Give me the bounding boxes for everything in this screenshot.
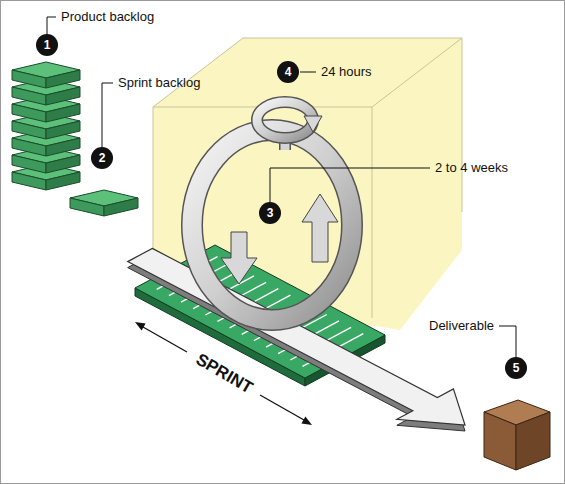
dimension-arrowhead xyxy=(301,417,312,426)
cycle-ring xyxy=(192,130,352,320)
part-label: Product backlog xyxy=(61,9,154,25)
callout-number: 4 xyxy=(277,61,299,83)
sprint-arrow xyxy=(128,248,465,425)
backlog-slab xyxy=(12,62,80,88)
dimension-segment xyxy=(143,327,187,352)
callout-number: 5 xyxy=(505,357,527,379)
daily-loop xyxy=(257,102,313,138)
part-label: 2 to 4 weeks xyxy=(435,160,508,176)
deliverable-cube xyxy=(484,412,516,470)
dimension-arrowhead xyxy=(135,322,146,331)
leader-line xyxy=(300,72,316,73)
part-label: 24 hours xyxy=(321,64,372,80)
callout-number: 2 xyxy=(91,147,113,169)
callout-text: 3 xyxy=(267,206,274,220)
daily-loop-outline xyxy=(257,102,313,138)
part-label: Deliverable xyxy=(429,318,494,334)
leader-line xyxy=(47,17,56,35)
leader-line xyxy=(102,83,113,148)
dimension-segment xyxy=(260,395,304,420)
deliverable-cube xyxy=(516,412,550,470)
dimension-label: SPRINT xyxy=(192,349,256,398)
callout-text: 1 xyxy=(44,38,51,52)
daily-loop-head xyxy=(304,116,322,132)
sprint-backlog-slab xyxy=(70,190,138,216)
leader-line xyxy=(499,326,516,358)
callout-text: 2 xyxy=(99,151,106,165)
callout-text: 5 xyxy=(513,361,520,375)
callout-number: 3 xyxy=(259,202,281,224)
leader-lines xyxy=(47,17,516,358)
callout-number: 1 xyxy=(36,34,58,56)
cycle-arrow-up xyxy=(302,194,338,262)
leader-line xyxy=(270,168,430,203)
cycle-arrow-down xyxy=(221,232,257,284)
callout-text: 4 xyxy=(285,65,292,79)
cycle-ring-outline xyxy=(192,130,352,320)
part-label: Sprint backlog xyxy=(118,75,200,91)
dimension-line xyxy=(143,327,304,420)
